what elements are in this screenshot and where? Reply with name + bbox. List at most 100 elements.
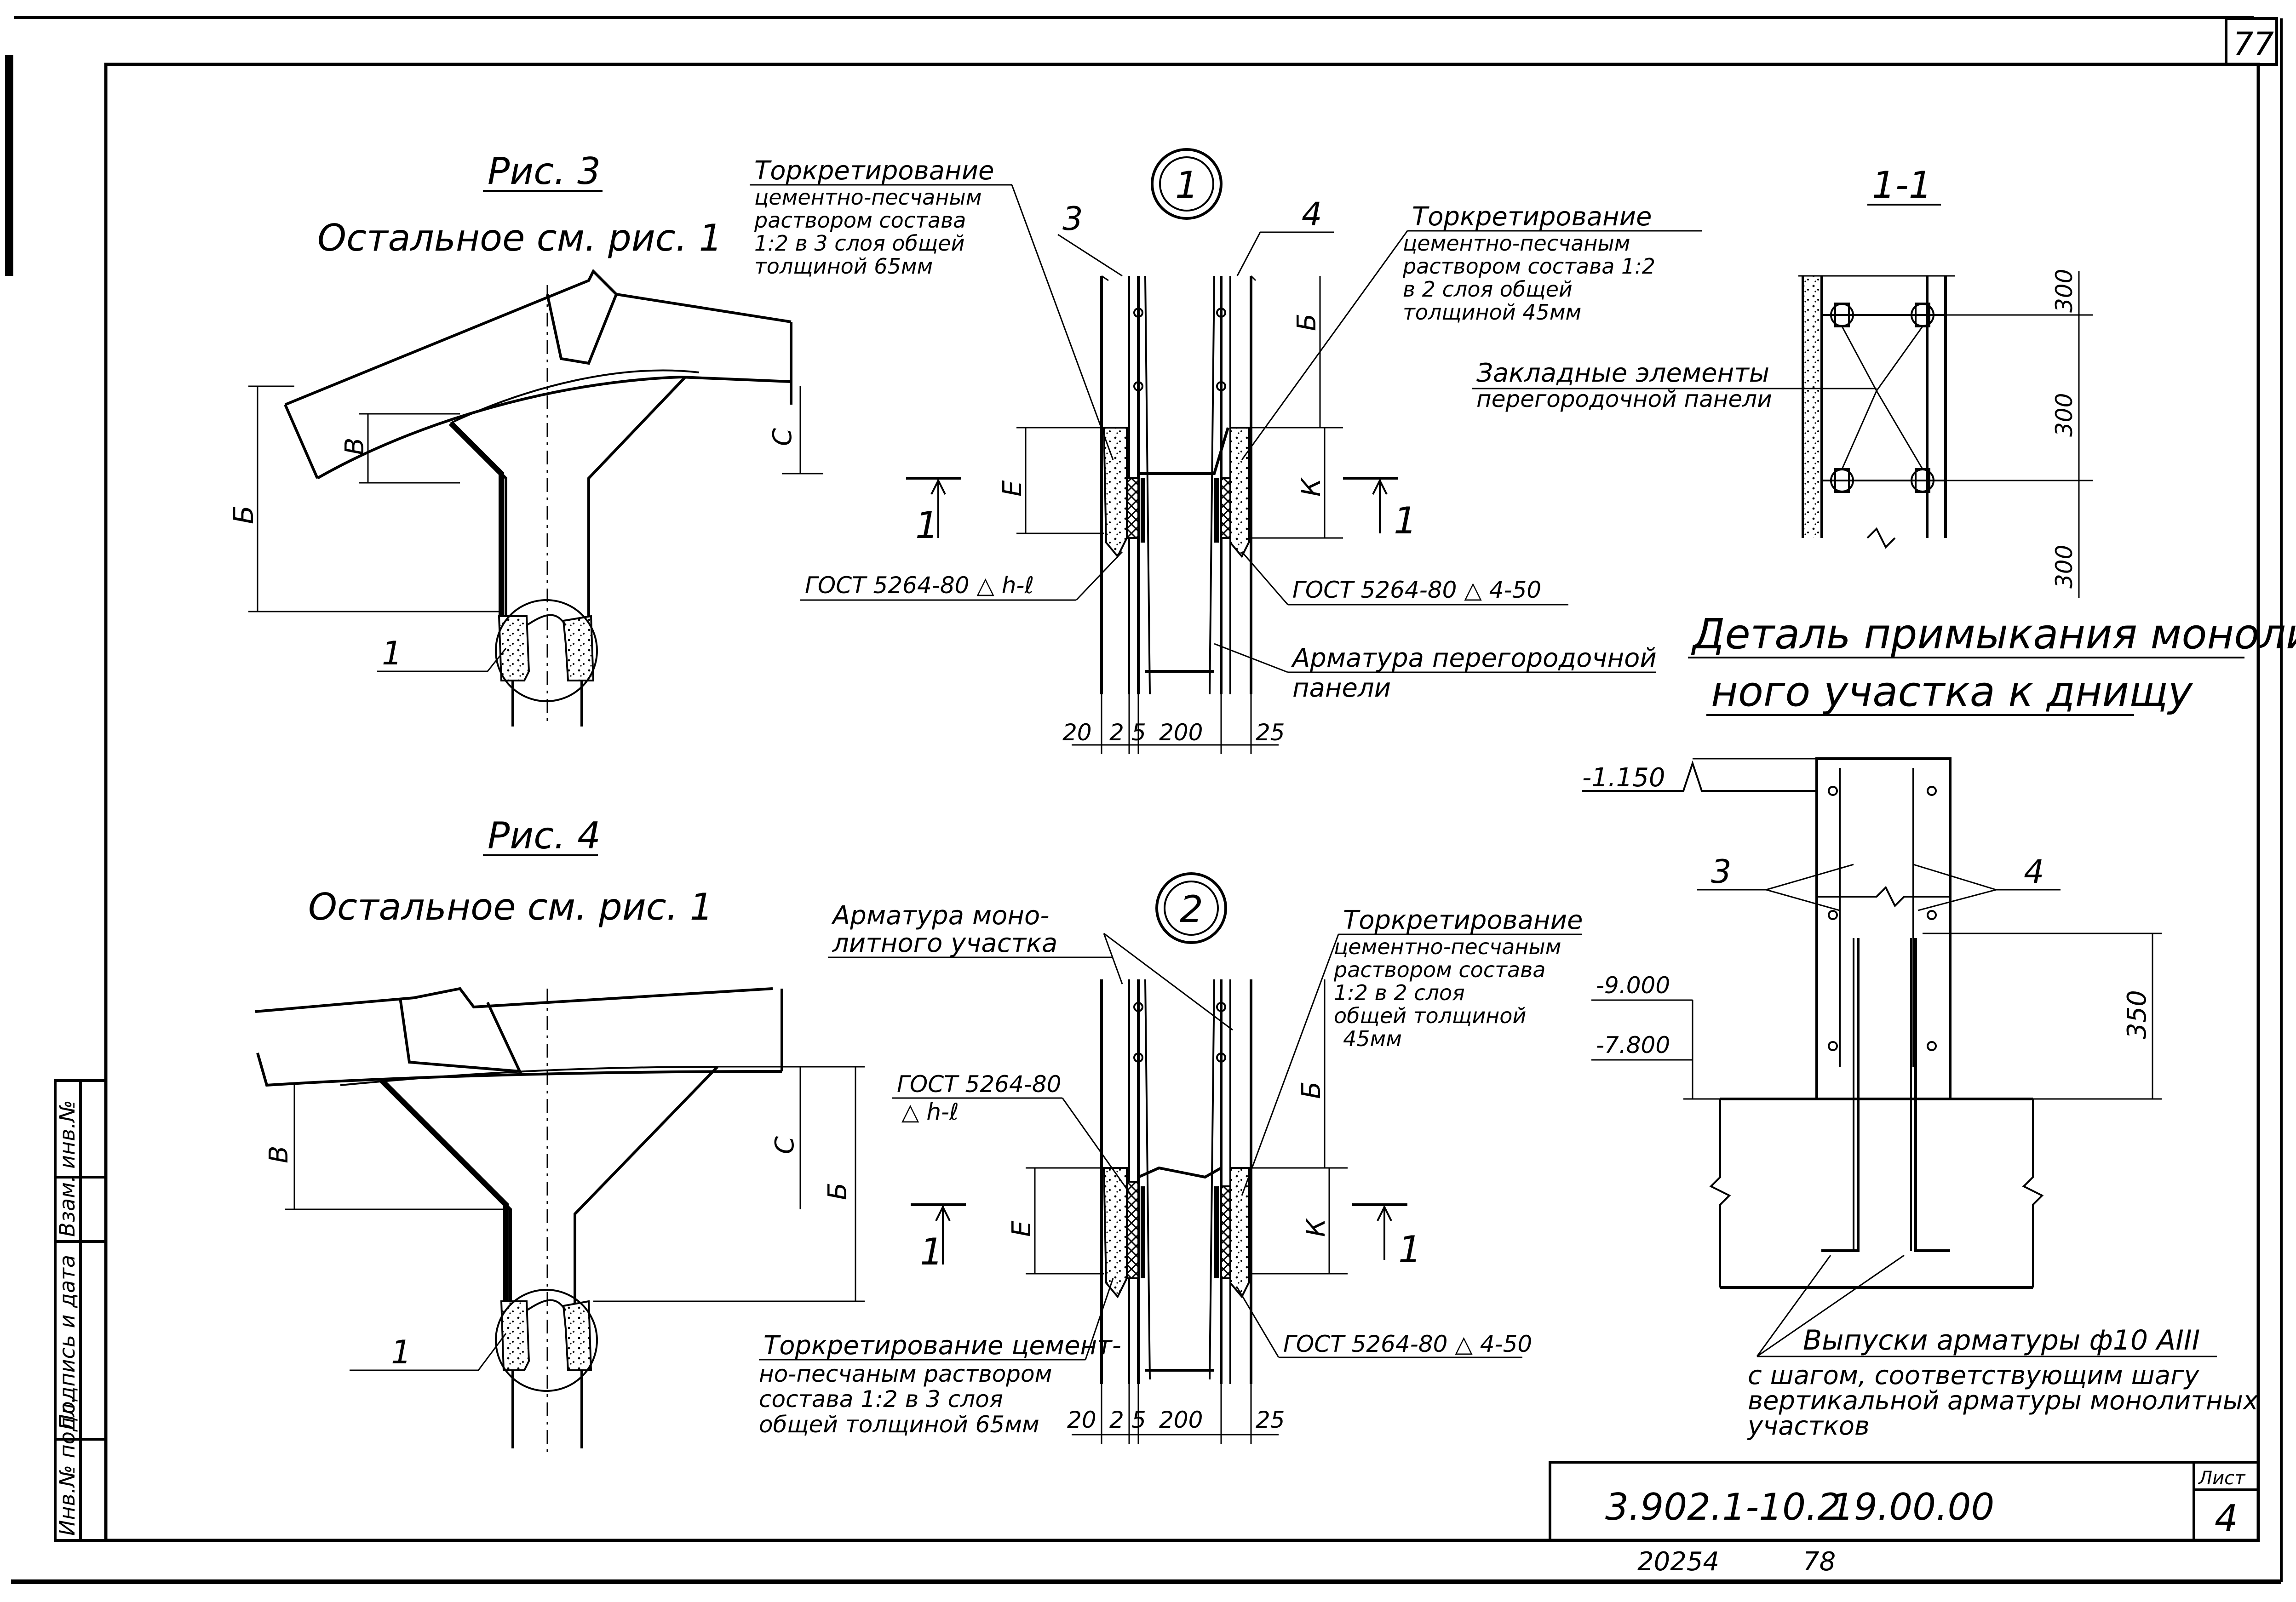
detail-note-3: участков <box>1747 1411 1870 1441</box>
node2-marker: 2 <box>1180 888 1203 931</box>
node1: 1 3 4 Е Б К <box>750 148 1702 754</box>
node1-spray-left-2: раствором состава <box>754 208 966 233</box>
node1-dim-e: Е <box>998 480 1027 497</box>
doc-code: 3.902.1-10.2 <box>1605 1486 1841 1528</box>
node2-spray-left-1: но-песчаным раствором <box>759 1361 1052 1387</box>
node2-dim-k: К <box>1301 1218 1331 1237</box>
section-1-1: 1-1 Закладные элементы перегородочно <box>1472 164 2093 598</box>
fig3: Рис. 3 Остальное см. рис. 1 Б В С <box>228 150 823 727</box>
node1-dim-k: К <box>1297 477 1326 497</box>
page-number: 77 <box>2233 25 2274 63</box>
node1-spray-left-4: толщиной 65мм <box>754 254 933 279</box>
detail-elev-top: -1.150 <box>1582 763 1665 793</box>
node2-spray-left-3: общей толщиной 65мм <box>759 1411 1039 1438</box>
detail-title-1: Деталь примыкания монолит- <box>1691 610 2296 658</box>
node1-dim-b: Б <box>1292 314 1322 331</box>
node1-weld-left: ГОСТ 5264-80 △ h-ℓ <box>805 572 1034 599</box>
node2: 2 Е Б К 1 1 <box>759 872 1583 1444</box>
section11-embedded-0: Закладные элементы <box>1476 358 1769 388</box>
footer-right: 78 <box>1803 1547 1836 1577</box>
detail-label-3: 3 <box>1711 853 1732 891</box>
node1-weld-right: ГОСТ 5264-80 △ 4-50 <box>1292 577 1541 603</box>
node1-section-right: 1 <box>1394 499 1417 542</box>
node2-dim-20: 20 <box>1067 1407 1096 1433</box>
detail-title-2: ного участка к днищу <box>1711 668 2193 716</box>
node2-section-left: 1 <box>920 1230 943 1273</box>
doc-suffix: 19.00.00 <box>1831 1486 1994 1528</box>
node2-dim-e: Е <box>1007 1220 1037 1237</box>
node2-spray-right-3: 1:2 в 2 слоя <box>1334 980 1465 1005</box>
sidebar-inv-podl: Инв.№ подл. <box>55 1396 80 1536</box>
node2-weld-left-0: ГОСТ 5264-80 <box>897 1071 1061 1098</box>
node2-spray-left-0: Торкретирование цемент- <box>763 1331 1121 1361</box>
node1-rebar-note-1: панели <box>1292 673 1391 703</box>
node1-marker: 1 <box>1175 164 1199 206</box>
node1-dim-20: 20 <box>1062 719 1092 746</box>
node1-spray-right-2: раствором состава 1:2 <box>1402 254 1655 279</box>
fig4-dim-c: С <box>770 1136 800 1154</box>
node2-rebar-note-1: литного участка <box>832 928 1057 958</box>
detail-note-2: вертикальной арматуры монолитных <box>1748 1386 2259 1416</box>
fig3-note: Остальное см. рис. 1 <box>317 217 722 259</box>
fig3-callout: 1 <box>382 635 402 672</box>
node2-spray-right-0: Торкретирование <box>1343 905 1583 935</box>
detail-note-1: с шагом, соответствующим шагу <box>1748 1361 2200 1390</box>
fig3-dim-v: В <box>340 438 370 455</box>
node2-spray-right-2: раствором состава <box>1333 957 1545 982</box>
section11-dim-0: 300 <box>2051 269 2078 313</box>
node2-spray-left-2: состава 1:2 в 3 слоя <box>759 1386 1003 1413</box>
node2-spray-right-4: общей толщиной <box>1334 1003 1526 1028</box>
fig4: Рис. 4 Остальное см. рис. 1 В С Б 1 <box>255 814 865 1453</box>
detail-label-4: 4 <box>2024 853 2044 891</box>
fig4-dim-b: Б <box>823 1183 853 1200</box>
sidebar-stamp: Инв.№ подл. Подпись и дата Взам. инв.№ <box>54 1079 107 1542</box>
fig3-dim-b: Б <box>228 505 260 524</box>
detail-elev-a: -9.000 <box>1596 972 1670 999</box>
node1-spray-left-3: 1:2 в 3 слоя общей <box>754 231 964 256</box>
node1-label-3: 3 <box>1062 200 1083 238</box>
sidebar-vzam: Взам. инв.№ <box>55 1100 80 1237</box>
embed-bottom <box>1821 468 1946 493</box>
node1-rebar-note-0: Арматура перегородочной <box>1291 643 1657 673</box>
node1-dim-25: 25 <box>1256 719 1285 746</box>
sidebar-podpis: Подпись и дата <box>55 1255 80 1430</box>
node2-dim-25: 25 <box>1256 1407 1285 1433</box>
detail-note-0: Выпуски арматуры ф10 АIII <box>1803 1324 2200 1356</box>
node1-spray-right-3: в 2 слоя общей <box>1403 277 1573 302</box>
node2-dim-200: 200 <box>1159 1407 1203 1433</box>
node1-dim-5: 5 <box>1131 719 1146 746</box>
node1-spray-right-1: цементно-песчаным <box>1403 231 1630 256</box>
section11-embedded-1: перегородочной панели <box>1476 386 1772 412</box>
footer-left: 20254 <box>1637 1547 1719 1577</box>
node2-weld-left-1: △ h-ℓ <box>901 1099 959 1125</box>
list-label: Лист <box>2198 1468 2246 1489</box>
fig4-callout: 1 <box>391 1333 412 1371</box>
title-block: 3.902.1-10.2 19.00.00 Лист 4 20254 78 <box>1549 1461 2260 1577</box>
node2-spray-right-1: цементно-песчаным <box>1334 934 1561 959</box>
node2-rebar-note-0: Арматура моно- <box>831 901 1049 931</box>
section11-title: 1-1 <box>1872 164 1932 206</box>
node1-spray-left-0: Торкретирование <box>754 156 994 186</box>
section11-dim-1: 300 <box>2051 393 2078 437</box>
node2-section-right: 1 <box>1398 1228 1422 1271</box>
node2-dim-5: 5 <box>1131 1407 1146 1433</box>
node1-section-left: 1 <box>915 504 939 547</box>
node1-dim-200: 200 <box>1159 719 1203 746</box>
fig4-note: Остальное см. рис. 1 <box>308 886 713 928</box>
fig4-title: Рис. 4 <box>488 814 601 857</box>
node1-dim-2: 2 <box>1109 719 1124 746</box>
list-number: 4 <box>2215 1497 2238 1540</box>
fig3-dim-c: С <box>768 428 798 446</box>
detail-bottom-joint: Деталь примыкания монолит- ного участка … <box>1582 610 2296 1441</box>
fig4-dim-v: В <box>264 1146 294 1163</box>
node1-label-4: 4 <box>1302 195 1322 233</box>
node1-spray-right-4: толщиной 45мм <box>1403 300 1581 325</box>
node1-spray-left-1: цементно-песчаным <box>754 185 982 210</box>
node2-dim-b: Б <box>1297 1081 1326 1099</box>
node2-weld-right: ГОСТ 5264-80 △ 4-50 <box>1283 1331 1532 1357</box>
detail-dim-350: 350 <box>2122 990 2152 1039</box>
page-number-box: 77 <box>2225 17 2278 66</box>
node1-spray-right-0: Торкретирование <box>1412 202 1652 232</box>
node2-dim-2: 2 <box>1109 1407 1124 1433</box>
